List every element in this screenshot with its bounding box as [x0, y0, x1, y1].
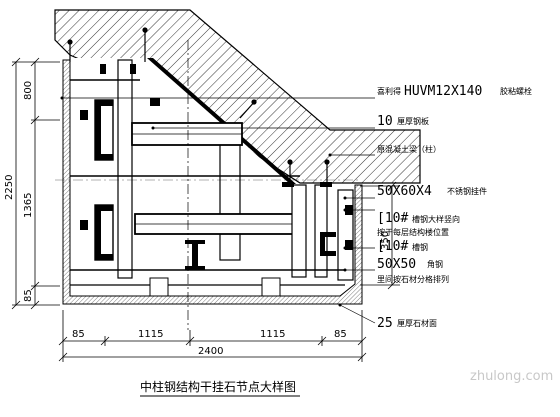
- hanger-5: [345, 240, 353, 250]
- hanger-8: [130, 64, 136, 74]
- dim-1115-b: 1115: [260, 329, 285, 340]
- callout-angle-big: 50X50: [377, 257, 416, 272]
- dim-2400: 2400: [198, 346, 223, 357]
- callout-stone-big: 25: [377, 316, 393, 331]
- dim-85-b: 85: [334, 329, 347, 340]
- callout-concrete-suffix: 原混凝土梁（柱）: [377, 144, 441, 154]
- callout-anchor-bolt-suffix: 胶粘螺栓: [500, 86, 532, 96]
- callout-stone-suffix: 厘厚石材面: [397, 318, 437, 328]
- dim-right: [360, 181, 400, 290]
- dim-2250: 2250: [4, 175, 15, 200]
- channel-left-top-flange: [95, 100, 113, 160]
- callout-angle-sub: 里间按石材分格排列: [377, 274, 449, 284]
- callout-channel-v-sub: 按于每层结构楼位置: [377, 227, 449, 237]
- channel-right-3-detail: [320, 232, 336, 256]
- stone-cladding: [62, 59, 363, 305]
- callout-anchor-bolt-big: HUVM12X140: [404, 84, 482, 99]
- callout-channel-v-big: [10#: [377, 211, 408, 226]
- leader-ticks: [60, 96, 347, 307]
- callout-angle-suffix: 角钢: [427, 259, 443, 269]
- post-2: [219, 139, 241, 261]
- dim-1365: 1365: [23, 193, 34, 218]
- channel-right-3: [337, 189, 354, 281]
- dim-85-a: 85: [72, 329, 85, 340]
- hanger-2: [149, 277, 169, 297]
- hanger-9: [100, 64, 106, 74]
- watermark: zhulong.com: [470, 369, 553, 384]
- callout-anchor-bolt-prefix: 喜利得: [377, 86, 401, 96]
- dim-bottom: [58, 310, 367, 362]
- steel-plate: [147, 58, 296, 184]
- concrete-beam: [54, 9, 421, 184]
- callout-channel-h-suffix: 槽钢: [412, 242, 428, 252]
- hanger-7: [80, 220, 88, 230]
- hanger-3: [261, 277, 281, 297]
- dim-350: 350: [380, 231, 391, 250]
- post-1: [117, 59, 133, 279]
- hanger-1: [150, 98, 160, 106]
- anchor-plate-2: [320, 182, 332, 187]
- channel-right-2: [314, 184, 328, 278]
- callout-plate-suffix: 厘厚钢板: [397, 116, 429, 126]
- dim-left: [11, 57, 60, 310]
- leaders: [62, 97, 376, 324]
- anchor-plate-1: [282, 182, 294, 187]
- anchor-bolts: [67, 27, 330, 185]
- dim-1115-a: 1115: [138, 329, 163, 340]
- drawing-title: 中柱钢结构干挂石节点大样图: [140, 379, 296, 394]
- callout-channel-v-suffix: 槽钢大样竖向: [412, 214, 460, 224]
- channel-left-bot-flange: [95, 205, 113, 260]
- i-section: [185, 240, 205, 270]
- dim-800: 800: [23, 81, 34, 100]
- hanger-6: [80, 110, 88, 120]
- callout-hanger-suffix: 不锈钢挂件: [447, 186, 487, 196]
- callout-plate-big: 10: [377, 114, 393, 129]
- callout-channel-h-big: [10#: [377, 239, 408, 254]
- dim-85-left: 85: [23, 289, 34, 302]
- channel-right-1: [291, 184, 307, 278]
- callout-hanger-big: 50X60X4: [377, 184, 432, 199]
